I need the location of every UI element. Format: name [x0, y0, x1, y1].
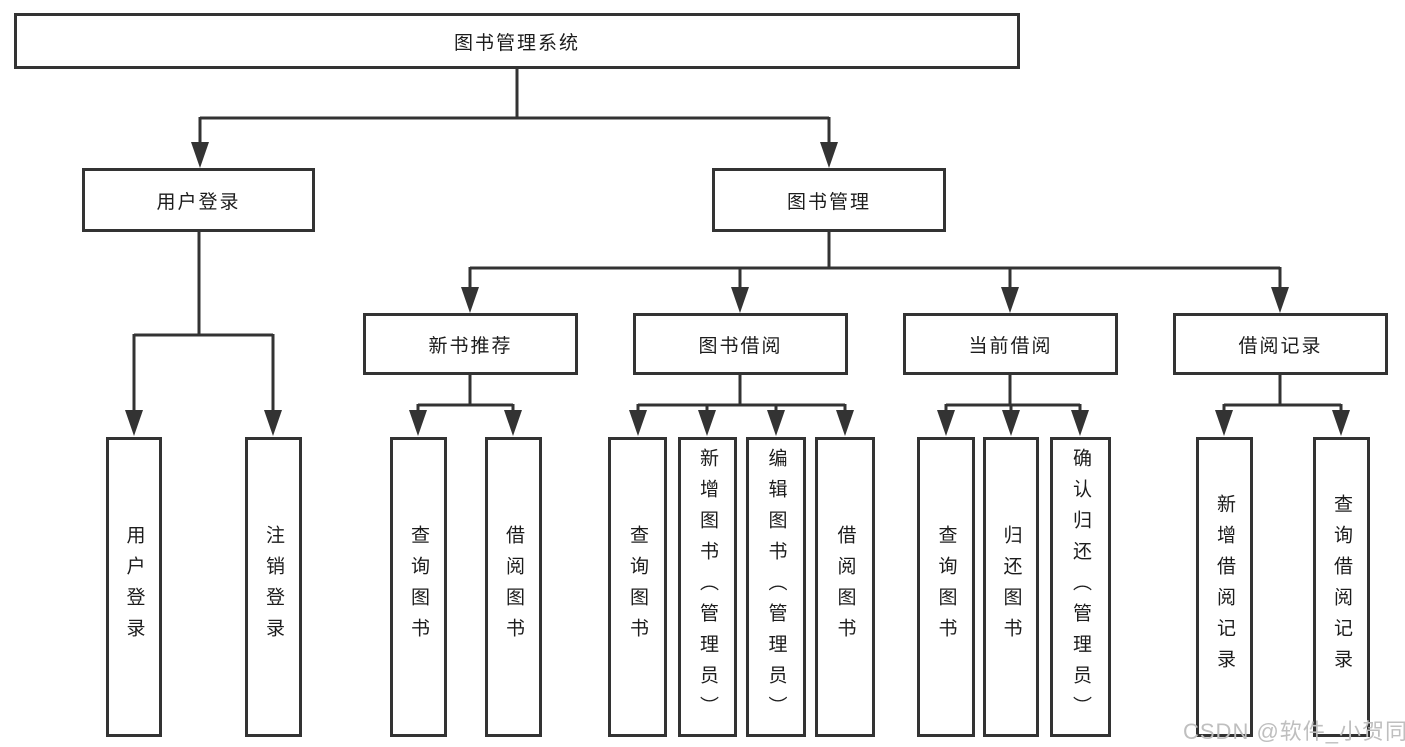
- node-label: 借阅图书: [834, 525, 856, 649]
- arrowhead-icon: [264, 410, 282, 436]
- arrowhead-icon: [461, 287, 479, 313]
- node-label: 当前借阅: [968, 335, 1053, 357]
- arrowhead-icon: [1215, 410, 1233, 436]
- arrowhead-icon: [1071, 410, 1089, 436]
- node-label: 图书管理: [786, 191, 871, 213]
- arrowhead-icon: [1001, 287, 1019, 313]
- node-borrow-records: 借阅记录: [1173, 313, 1388, 375]
- node-query-books-3: 查询图书: [917, 437, 975, 737]
- node-book-borrow: 图书借阅: [633, 313, 848, 375]
- node-add-borrow-record: 新增借阅记录: [1196, 437, 1253, 737]
- node-library-management-system: 图书管理系统: [14, 13, 1020, 69]
- node-label: 确认归还（管理员）: [1070, 447, 1091, 727]
- node-label: 归还图书: [1000, 525, 1022, 649]
- arrowhead-icon: [836, 410, 854, 436]
- node-label: 查询借阅记录: [1331, 494, 1352, 680]
- node-label: 新书推荐: [428, 335, 513, 357]
- node-query-books-2: 查询图书: [608, 437, 667, 737]
- node-label: 借阅记录: [1238, 335, 1323, 357]
- node-query-books-1: 查询图书: [390, 437, 447, 737]
- node-current-borrow: 当前借阅: [903, 313, 1118, 375]
- node-label: 新增借阅记录: [1214, 494, 1235, 680]
- node-query-borrow-record: 查询借阅记录: [1313, 437, 1370, 737]
- node-label: 注销登录: [263, 525, 284, 649]
- arrowhead-icon: [1332, 410, 1350, 436]
- node-label: 借阅图书: [503, 525, 524, 649]
- arrowhead-icon: [767, 410, 785, 436]
- node-label: 查询图书: [627, 525, 648, 649]
- arrowhead-icon: [1271, 287, 1289, 313]
- arrowhead-icon: [409, 410, 427, 436]
- node-add-book-admin: 新增图书（管理员）: [678, 437, 737, 737]
- node-book-management-group: 图书管理: [712, 168, 946, 232]
- arrowhead-icon: [731, 287, 749, 313]
- arrowhead-icon: [820, 142, 838, 168]
- node-borrow-books-1: 借阅图书: [485, 437, 542, 737]
- arrowhead-icon: [937, 410, 955, 436]
- node-label: 新增图书（管理员）: [697, 447, 718, 727]
- csdn-watermark: CSDN @软件_小贺同学: [1183, 719, 1405, 744]
- node-label: 编辑图书（管理员）: [765, 447, 787, 727]
- node-borrow-books-2: 借阅图书: [815, 437, 875, 737]
- node-new-book-recommend: 新书推荐: [363, 313, 578, 375]
- node-user-login: 用户登录: [106, 437, 162, 737]
- node-return-book: 归还图书: [983, 437, 1039, 737]
- node-label: 图书借阅: [698, 335, 783, 357]
- node-label: 用户登录: [123, 525, 145, 649]
- arrowhead-icon: [698, 410, 716, 436]
- node-user-login-group: 用户登录: [82, 168, 315, 232]
- arrowhead-icon: [191, 142, 209, 168]
- arrowhead-icon: [629, 410, 647, 436]
- node-label: 用户登录: [156, 191, 241, 213]
- node-confirm-return-admin: 确认归还（管理员）: [1050, 437, 1111, 737]
- node-edit-book-admin: 编辑图书（管理员）: [746, 437, 806, 737]
- node-label: 查询图书: [935, 525, 957, 649]
- arrowhead-icon: [1002, 410, 1020, 436]
- node-logout: 注销登录: [245, 437, 302, 737]
- node-label: 图书管理系统: [453, 32, 580, 54]
- node-label: 查询图书: [408, 525, 429, 649]
- arrowhead-icon: [125, 410, 143, 436]
- arrowhead-icon: [504, 410, 522, 436]
